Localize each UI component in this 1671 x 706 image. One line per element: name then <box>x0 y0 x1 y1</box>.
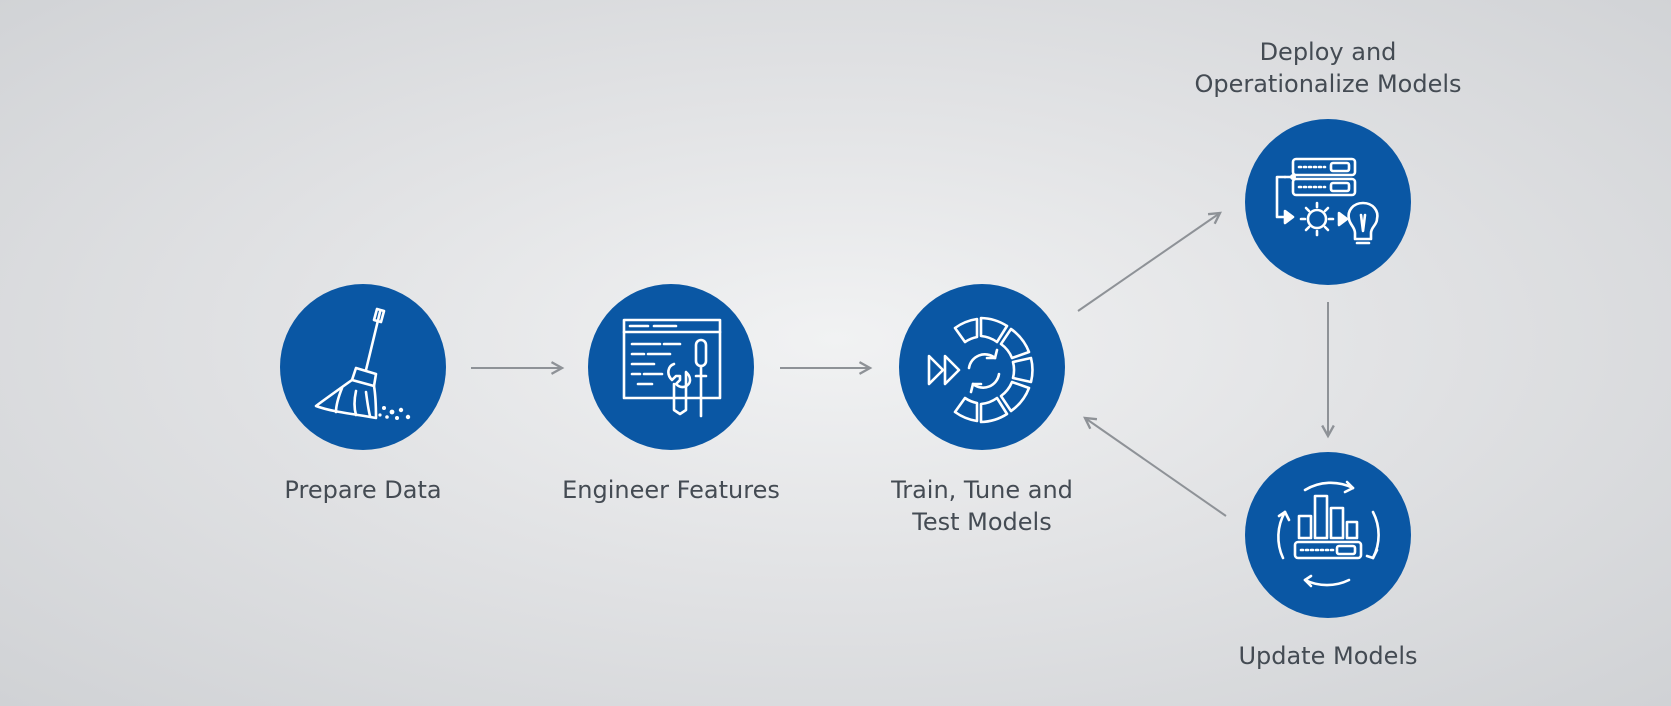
arrow-train-to-deploy <box>1077 213 1220 312</box>
node-deploy <box>1245 119 1411 285</box>
label-update-models: Update Models <box>1238 642 1418 670</box>
code-window-tools-icon <box>622 318 722 418</box>
server-gear-bulb-icon <box>1275 157 1379 245</box>
broom-icon <box>314 307 411 420</box>
label-engineer-features: Engineer Features <box>562 476 780 504</box>
node-engineer-features <box>588 284 754 450</box>
chart-refresh-icon <box>1277 480 1380 588</box>
cycle-segments-icon <box>927 316 1034 424</box>
node-train-tune-test <box>899 284 1065 450</box>
arrow-update-to-train <box>1085 418 1227 517</box>
node-update-models <box>1245 452 1411 618</box>
label-prepare-data: Prepare Data <box>284 476 442 504</box>
node-prepare-data <box>280 284 446 450</box>
label-train-tune-test: Train, Tune and Test Models <box>891 476 1073 536</box>
label-deploy: Deploy and Operationalize Models <box>1194 38 1462 98</box>
